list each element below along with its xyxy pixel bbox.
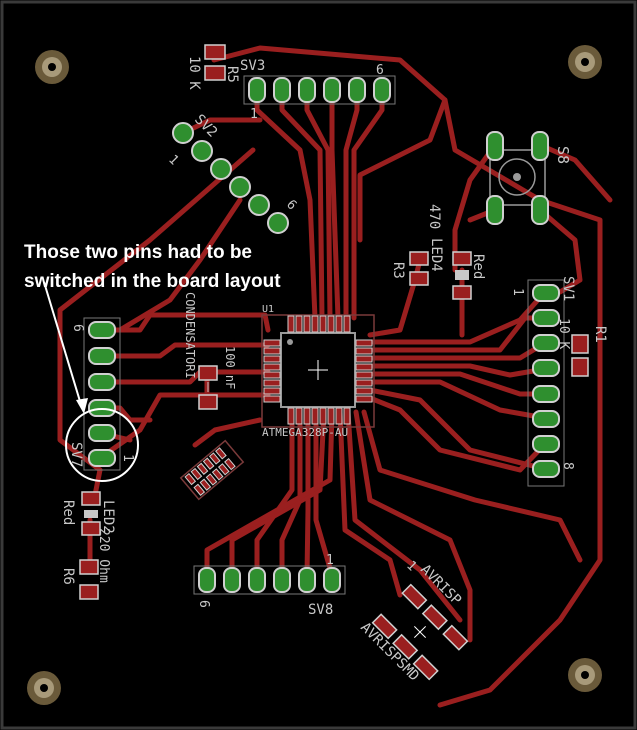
label-cap-value: 100 nF <box>223 346 237 389</box>
highlight-circle <box>65 408 139 482</box>
label-led2-color: Red <box>60 500 76 525</box>
capacitor-condensatori <box>198 365 218 410</box>
label-sv8-pin6: 6 <box>196 600 211 608</box>
label-sv3-pin1: 1 <box>250 107 258 122</box>
mounting-hole-bottom-left <box>27 671 61 705</box>
header-sv8 <box>193 565 346 595</box>
label-sv8-pin1: 1 <box>326 553 334 568</box>
mcu-pins-top <box>287 315 351 333</box>
label-sv8: SV8 <box>308 602 333 618</box>
header-sv2 <box>172 122 289 234</box>
resistor-r3 <box>409 251 429 286</box>
label-r5-value: 10 K <box>186 56 202 90</box>
mounting-hole-bottom-right <box>568 658 602 692</box>
label-r5: R5 <box>224 66 240 83</box>
header-sv1 <box>527 279 565 487</box>
mcu-u1 <box>261 314 375 428</box>
header-sv7 <box>83 317 121 471</box>
label-sv7-pin6: 6 <box>70 324 85 332</box>
label-sv1-pin8: 8 <box>560 462 575 470</box>
resonator <box>179 439 245 501</box>
mcu-pins-left <box>263 339 281 403</box>
label-r1: R1 <box>592 326 608 343</box>
sv3-pads <box>248 77 391 103</box>
annotation-arrow <box>43 281 88 414</box>
resistor-r5 <box>204 44 226 81</box>
resistor-r6 <box>79 559 99 600</box>
annotation-line-1: Those two pins had to be <box>24 242 252 263</box>
mcu-pins-right <box>355 339 373 403</box>
label-sv2-pin1: 1 <box>165 152 181 168</box>
label-sv3: SV3 <box>240 58 265 74</box>
label-r6: R6 <box>60 568 76 585</box>
led2 <box>81 491 101 536</box>
label-r3: R3 <box>390 262 406 279</box>
label-sv7: SV7 <box>68 442 84 467</box>
led4 <box>452 251 472 300</box>
label-sv7-pin1: 1 <box>120 454 135 462</box>
resistor-r1 <box>571 334 589 377</box>
label-u1: U1 <box>262 304 274 315</box>
mounting-hole-top-right <box>568 45 602 79</box>
annotation-text: Those two pins had to be switched in the… <box>24 238 344 296</box>
label-led2: LED2 <box>100 500 116 534</box>
label-sv2: SV2 <box>191 112 220 141</box>
label-r1-value: 10 K <box>556 318 571 349</box>
mcu-pins-bottom <box>287 407 351 425</box>
label-sv3-pin6: 6 <box>376 63 384 78</box>
mounting-hole-top-left <box>35 50 69 84</box>
switch-s8 <box>486 131 549 225</box>
label-sv1-pin1: 1 <box>510 288 525 296</box>
annotation-line-2: switched in the board layout <box>24 271 281 292</box>
label-mcu: ATMEGA328P-AU <box>262 426 348 439</box>
label-r6-value: 220 Ohm <box>96 528 111 583</box>
label-r3-value: 470 <box>426 204 442 229</box>
label-condensatori: CONDENSATORI <box>183 292 197 379</box>
label-led4: LED4 <box>428 238 444 272</box>
label-sv1: SV1 <box>560 276 576 301</box>
label-sv2-pin6: 6 <box>283 197 299 213</box>
connector-avrisp <box>371 583 469 681</box>
label-s8: S8 <box>554 146 572 164</box>
label-led4-color: Red <box>470 254 486 279</box>
header-sv3 <box>243 75 396 105</box>
